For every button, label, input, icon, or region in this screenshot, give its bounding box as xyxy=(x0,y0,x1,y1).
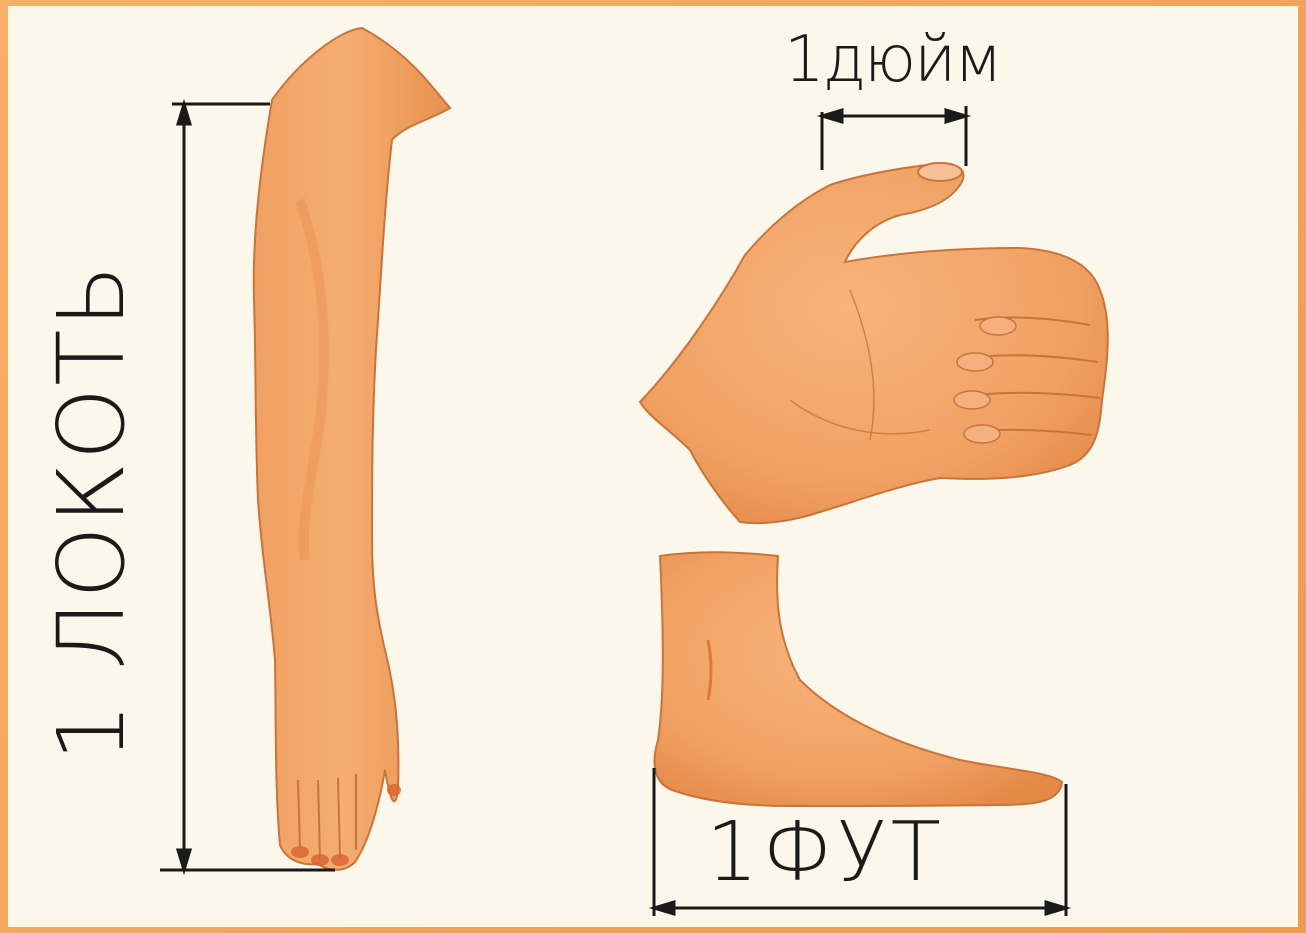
fingernail xyxy=(954,391,990,409)
elbow-arrow-top xyxy=(178,104,190,124)
inch-arrow-right xyxy=(946,110,966,122)
inch-measure xyxy=(822,106,966,170)
elbow-label: 1 ЛОКОТЬ xyxy=(46,262,138,761)
arm-shape xyxy=(254,28,450,870)
fist-shape xyxy=(640,164,1108,523)
fingernail xyxy=(311,854,329,866)
thumbnail xyxy=(918,163,962,181)
arm-illustration xyxy=(254,28,450,870)
foot-arrow-left xyxy=(654,902,674,914)
elbow-arrow-bottom xyxy=(178,850,190,870)
foot-arrow-right xyxy=(1046,902,1066,914)
foot-label: 1ФУТ xyxy=(706,812,945,894)
inch-arrow-left xyxy=(822,110,842,122)
thumb-fist-illustration xyxy=(640,163,1108,523)
foot-shape xyxy=(655,552,1062,806)
inch-label: 1дюйм xyxy=(784,28,1001,92)
fingernail xyxy=(387,784,401,796)
fingernail xyxy=(957,353,993,371)
foot-illustration xyxy=(655,552,1062,806)
fingernail xyxy=(291,846,309,858)
fingernail xyxy=(980,317,1016,335)
fingernail xyxy=(331,854,349,866)
fingernail xyxy=(964,425,1000,443)
